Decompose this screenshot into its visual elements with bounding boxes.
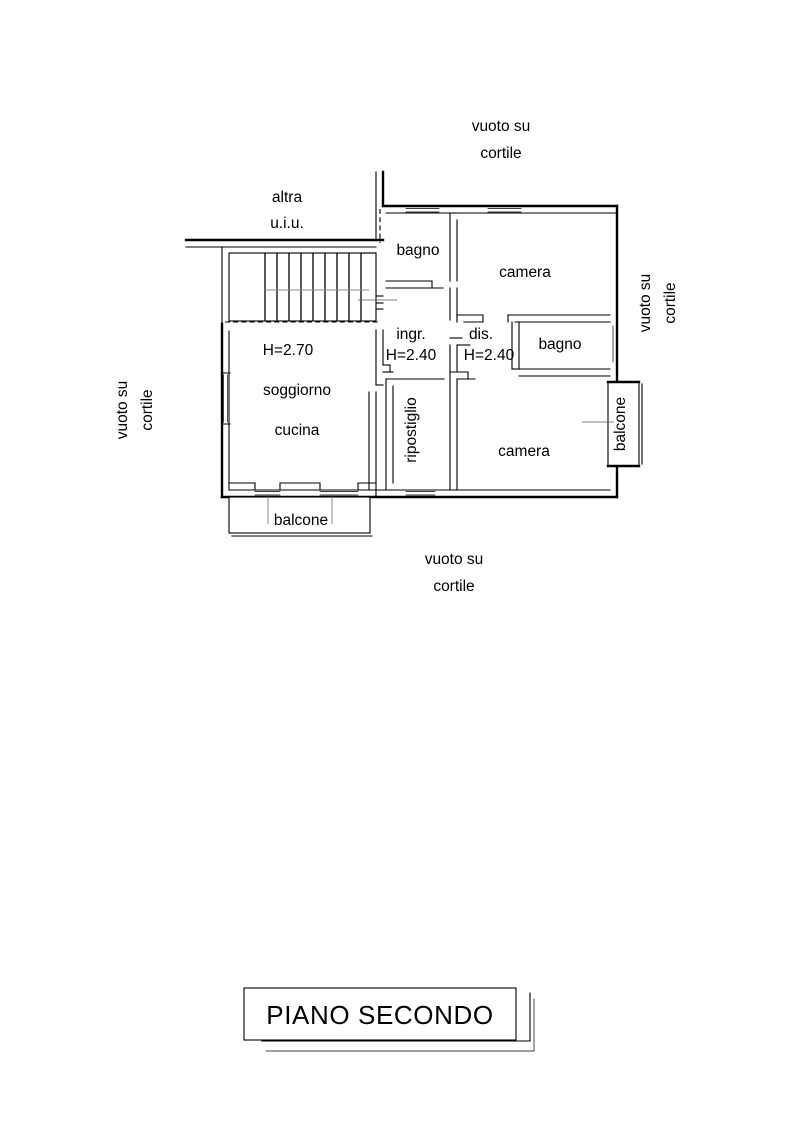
void-left-line1: vuoto su: [114, 381, 131, 440]
stair-door-marks: [358, 299, 397, 310]
room-label-balcone-bottom: balcone: [274, 512, 328, 529]
room-label-camera-bottom: camera: [498, 443, 550, 460]
annotation-void-top: vuoto su cortile: [472, 118, 531, 162]
door-openings: [375, 295, 384, 304]
height-labels: H=2.70 H=2.40 H=2.40: [263, 342, 515, 364]
title-block-frame: [243, 987, 517, 1041]
room-label-bagno-top: bagno: [396, 242, 439, 259]
room-labels: bagno camera bagno camera soggiorno cuci…: [263, 242, 629, 529]
room-label-soggiorno: soggiorno: [263, 382, 331, 399]
other-unit-line1: altra: [272, 189, 303, 206]
other-unit-line2: u.i.u.: [270, 215, 304, 232]
void-top-line2: cortile: [480, 145, 521, 162]
void-right-line1: vuoto su: [637, 274, 654, 333]
room-label-disimpegno: dis.: [469, 326, 493, 343]
balcony-bottom: [228, 496, 373, 537]
title-block-label: PIANO SECONDO: [266, 1000, 493, 1030]
leader-lines: [267, 421, 614, 524]
room-label-ripostiglio-group: ripostiglio: [403, 397, 420, 462]
room-label-bagno-right: bagno: [538, 336, 581, 353]
annotation-other-unit: altra u.i.u.: [270, 189, 304, 232]
height-label-soggiorno: H=2.70: [263, 342, 314, 359]
annotation-void-bottom: vuoto su cortile: [425, 551, 484, 595]
balcony-right: [606, 380, 643, 468]
room-label-balcone-right: balcone: [612, 397, 629, 451]
void-top-line1: vuoto su: [472, 118, 531, 135]
balcony-bottom-outline: [228, 496, 371, 534]
void-left-line2: cortile: [139, 389, 156, 430]
height-label-ingresso: H=2.40: [386, 347, 437, 364]
room-label-cucina: cucina: [275, 422, 320, 439]
void-bottom-line1: vuoto su: [425, 551, 484, 568]
annotation-void-left: vuoto su cortile: [114, 381, 156, 440]
stair-outline: [228, 252, 377, 322]
room-label-balcone-right-group: balcone: [612, 397, 629, 451]
height-label-disimpegno: H=2.40: [464, 347, 515, 364]
room-label-camera-top: camera: [499, 264, 551, 281]
title-block: PIANO SECONDO: [243, 987, 535, 1052]
void-right-line2: cortile: [662, 282, 679, 323]
void-bottom-line2: cortile: [433, 578, 474, 595]
annotation-void-right: vuoto su cortile: [637, 274, 679, 333]
room-label-ripostiglio: ripostiglio: [403, 397, 420, 462]
staircase: [228, 252, 377, 322]
room-label-ingresso: ingr.: [396, 326, 425, 343]
interior-walls: [228, 212, 611, 498]
